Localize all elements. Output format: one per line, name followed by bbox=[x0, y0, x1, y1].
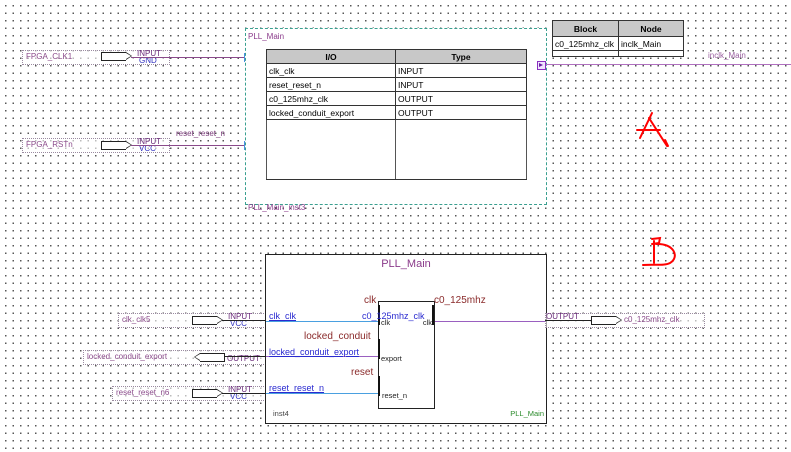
empty-cell bbox=[618, 50, 684, 57]
pin-reset-reset-n6-name: reset_reset_n6 bbox=[116, 388, 170, 397]
empty-cell bbox=[395, 119, 527, 180]
port-group-c0-125mhz: c0_125mhz bbox=[434, 295, 486, 306]
input-pin-icon bbox=[101, 141, 132, 150]
block-b-title: PLL_Main bbox=[381, 258, 431, 270]
inner-clk-out-label: clk bbox=[422, 318, 432, 327]
block-pll-main-a[interactable]: PLL_Main I/O Type clk_clk INPUT reset_re… bbox=[245, 28, 547, 205]
type-cell: INPUT bbox=[395, 63, 527, 78]
block-pll-main-b[interactable]: PLL_Main clk clk export reset_n clk c0_1… bbox=[265, 254, 547, 424]
port-group-reset: reset bbox=[351, 367, 374, 378]
signal-locked-conduit-export: locked_conduit_export bbox=[269, 347, 360, 357]
pin-fpga-rstn-name: FPGA_RSTn bbox=[26, 140, 73, 149]
node-cell: inclk_Main bbox=[618, 36, 684, 51]
io-table: I/O Type clk_clk INPUT reset_reset_n INP… bbox=[266, 49, 527, 180]
inner-reset-n-label: reset_n bbox=[382, 391, 408, 400]
wire-clk-internal bbox=[266, 321, 378, 322]
block-a-instance-name: PLL_Main_inst3 bbox=[248, 203, 306, 212]
table-row: reset_reset_n INPUT bbox=[266, 77, 527, 92]
type-cell: INPUT bbox=[395, 77, 527, 92]
input-pin-icon bbox=[101, 52, 132, 61]
table-row: c0_125mhz_clk inclk_Main bbox=[552, 36, 684, 51]
port-group-locked-conduit: locked_conduit bbox=[304, 331, 371, 342]
annotation-a: A bbox=[632, 108, 669, 147]
block-b-type: PLL_Main bbox=[510, 409, 544, 418]
wire-label-reset: reset_reset_n bbox=[176, 129, 225, 138]
output-pin-icon bbox=[194, 353, 225, 362]
pin-locked-conduit-export-type: OUTPUT bbox=[227, 354, 260, 363]
pin-fpga-rstn-type: INPUT bbox=[137, 137, 161, 146]
port-bar-reset bbox=[378, 376, 380, 396]
pin-fpga-clk1-type: INPUT bbox=[137, 49, 161, 58]
annotation-a-text: A bbox=[632, 108, 633, 109]
type-header: Type bbox=[395, 49, 527, 64]
wire-inclk-main[interactable] bbox=[546, 64, 791, 65]
output-pin-icon bbox=[591, 316, 622, 325]
empty-cell bbox=[266, 119, 396, 180]
block-node-table: Block Node c0_125mhz_clk inclk_Main bbox=[552, 20, 684, 57]
empty-cell bbox=[552, 50, 619, 57]
table-row-empty bbox=[266, 119, 527, 180]
port-marker-output bbox=[537, 61, 546, 70]
wire-c0-internal bbox=[434, 321, 546, 322]
port-bar-locked bbox=[378, 339, 380, 359]
pll-inner-block[interactable]: clk clk export reset_n bbox=[378, 301, 435, 409]
io-header: I/O bbox=[266, 49, 396, 64]
node-header: Node bbox=[618, 20, 684, 37]
pin-clk-clk5-default: VCC bbox=[230, 319, 247, 328]
block-a-title: PLL_Main bbox=[248, 32, 285, 41]
pin-reset-reset-n6-default: VCC bbox=[230, 392, 247, 401]
pin-fpga-clk1-name: FPGA_CLK1 bbox=[26, 52, 73, 61]
inner-export-label: export bbox=[381, 354, 402, 363]
wire-c0-125mhz-clk[interactable] bbox=[545, 320, 591, 321]
signal-c0-125mhz-clk: c0_125mhz_clk bbox=[362, 311, 425, 321]
block-cell: c0_125mhz_clk bbox=[552, 36, 619, 51]
port-bar-clk bbox=[378, 305, 380, 325]
wire-fpga-rstn[interactable] bbox=[131, 145, 245, 146]
io-cell: locked_conduit_export bbox=[266, 105, 396, 120]
wire-reset-reset-n6[interactable] bbox=[222, 393, 266, 394]
wire-fpga-clk1[interactable] bbox=[131, 57, 245, 58]
pin-fpga-clk1-default: GND bbox=[139, 56, 157, 65]
wire-reset-internal bbox=[266, 393, 378, 394]
type-cell: OUTPUT bbox=[395, 91, 527, 106]
table-row: c0_125mhz_clk OUTPUT bbox=[266, 91, 527, 106]
block-b-instance-name: inst4 bbox=[273, 409, 289, 418]
pin-fpga-rstn-default: VCC bbox=[139, 144, 156, 153]
pin-c0-125mhz-clk-type: OUTPUT bbox=[546, 312, 579, 321]
wire-label-inclk-main: inclk_Main bbox=[708, 51, 746, 60]
io-cell: clk_clk bbox=[266, 63, 396, 78]
type-cell: OUTPUT bbox=[395, 105, 527, 120]
wire-locked-internal bbox=[266, 356, 378, 357]
io-cell: reset_reset_n bbox=[266, 77, 396, 92]
signal-reset-reset-n: reset_reset_n bbox=[269, 383, 325, 393]
inner-clk-in-label: clk bbox=[381, 318, 391, 327]
table-row-empty bbox=[552, 50, 684, 57]
io-cell: c0_125mhz_clk bbox=[266, 91, 396, 106]
wire-clk-clk5[interactable] bbox=[222, 320, 266, 321]
input-pin-icon bbox=[192, 389, 223, 398]
annotation-b-text: B bbox=[640, 235, 641, 236]
input-pin-icon bbox=[192, 316, 223, 325]
pin-c0-125mhz-clk-name: c0_125mhz_clk bbox=[624, 315, 680, 324]
wire-locked-conduit[interactable] bbox=[224, 356, 266, 357]
block-header: Block bbox=[552, 20, 619, 37]
signal-clk-clk: clk_clk bbox=[269, 311, 297, 321]
pin-clk-clk5-type: INPUT bbox=[228, 312, 252, 321]
pin-reset-reset-n6-type: INPUT bbox=[228, 385, 252, 394]
table-row: clk_clk INPUT bbox=[266, 63, 527, 78]
port-bar-c0 bbox=[432, 305, 434, 325]
pin-clk-clk5-name: clk_clk5 bbox=[122, 315, 151, 324]
pin-locked-conduit-export-name: locked_conduit_export bbox=[87, 352, 168, 361]
port-group-clk: clk bbox=[364, 295, 377, 306]
table-row: locked_conduit_export OUTPUT bbox=[266, 105, 527, 120]
annotation-b: B bbox=[640, 235, 676, 266]
